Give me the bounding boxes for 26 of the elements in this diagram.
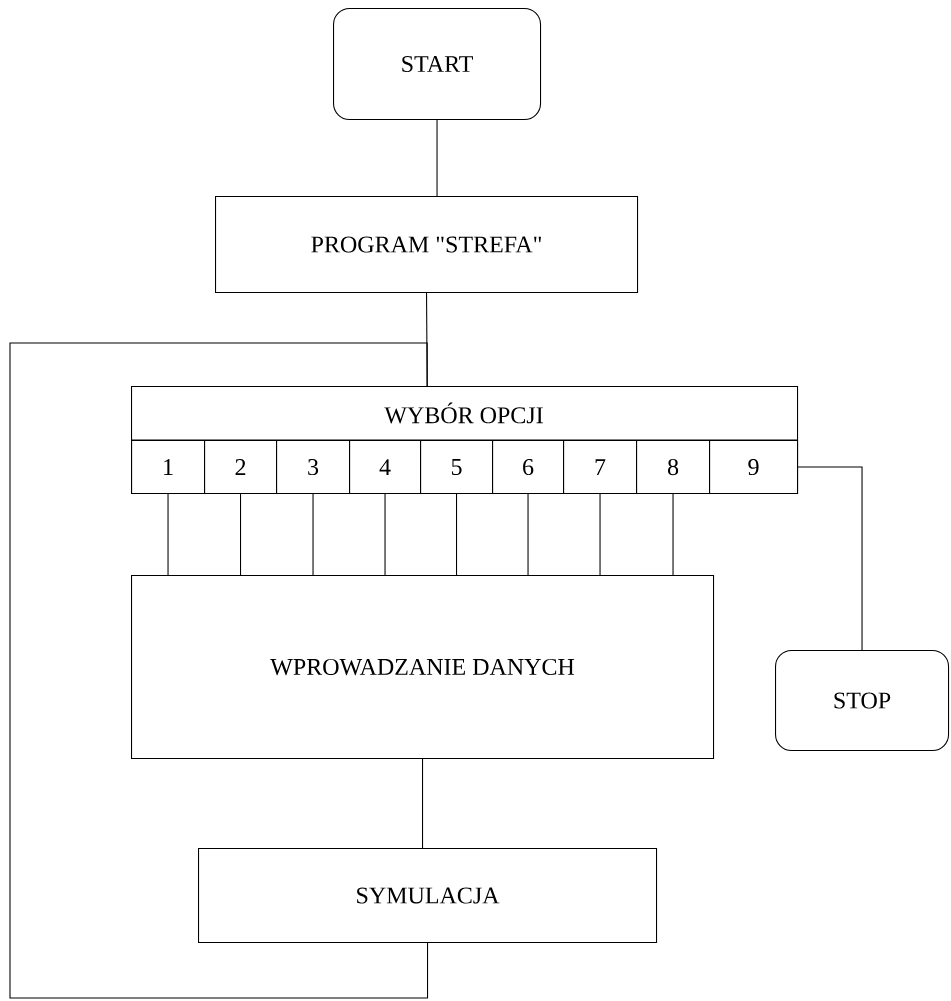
connector-line: [9, 342, 429, 999]
connector-line: [436, 119, 438, 197]
option-cell: 1: [131, 440, 206, 495]
option-cell: 5: [420, 440, 494, 495]
option-cell: 3: [276, 440, 351, 495]
connector-line: [527, 493, 529, 576]
connector-line: [797, 466, 863, 651]
terminal-box: START: [333, 8, 542, 121]
connector-line: [384, 493, 386, 576]
connector-line: [312, 493, 314, 576]
process-box: SYMULACJA: [198, 848, 658, 944]
process-box: PROGRAM "STREFA": [215, 196, 639, 294]
connector-line: [240, 493, 242, 576]
option-cell: 9: [709, 440, 799, 495]
connector-line: [599, 493, 601, 576]
option-cell: 2: [204, 440, 278, 495]
option-cell: 6: [492, 440, 565, 495]
option-cell: 8: [636, 440, 711, 495]
connector-line: [422, 758, 424, 849]
terminal-box: STOP: [775, 650, 950, 752]
connector-line: [672, 493, 674, 576]
process-box: WPROWADZANIE DANYCH: [131, 575, 715, 760]
option-cell: 7: [563, 440, 638, 495]
connector-line: [456, 493, 458, 576]
connector-line: [167, 493, 169, 576]
option-cell: 4: [349, 440, 422, 495]
